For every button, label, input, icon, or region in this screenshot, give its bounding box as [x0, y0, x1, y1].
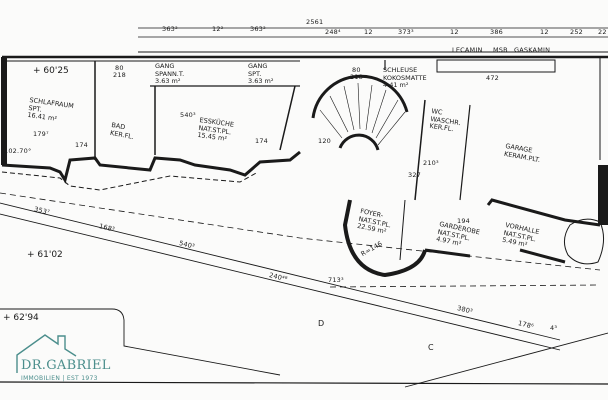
dim-label: 252	[570, 28, 584, 36]
wall-east-thick	[598, 165, 608, 225]
wall-vorhalle-north	[486, 198, 601, 227]
wall-vorhalle-south	[519, 248, 566, 264]
wall-partition-3	[279, 85, 296, 151]
property-line-bottom	[0, 381, 608, 385]
dim-label: 472	[486, 74, 500, 82]
lecamin-label: LECAMIN	[452, 46, 483, 54]
terrain-line-1	[0, 192, 601, 271]
rock	[564, 218, 604, 265]
dim-label: 386	[490, 28, 504, 36]
level-marker: + 61'02	[27, 250, 63, 260]
dim-label: 120	[318, 137, 332, 145]
level-marker: + 60'25	[33, 66, 69, 76]
chimney-block	[436, 59, 556, 73]
dim-label: 713³	[328, 276, 344, 284]
terrace-edge	[1, 171, 259, 191]
dim-label: 248⁴	[325, 28, 341, 36]
dim-label: 174	[75, 141, 89, 149]
dim-label: 373³	[398, 28, 414, 36]
dim-label: 22	[598, 28, 607, 36]
logo-tagline: IMMOBILIEN | EST 1973	[21, 375, 98, 382]
dim-label: 12	[364, 28, 373, 36]
house-icon	[16, 334, 77, 373]
dim-label: 218	[350, 73, 364, 81]
wall-south	[1, 150, 301, 184]
stair-inner	[338, 133, 380, 151]
msb-label: MSB	[493, 46, 508, 54]
dim-label: 2561	[306, 18, 324, 26]
dim-label: 363³	[162, 25, 178, 33]
dim-label: 218	[113, 71, 127, 79]
dim-label: 4³	[550, 324, 558, 332]
section-mark-d: D	[318, 319, 325, 328]
dimension-line-bottom	[0, 202, 561, 341]
dim-label: 12	[450, 28, 459, 36]
dim-label: 12³	[212, 25, 224, 33]
logo-name: DR.GABRIEL	[21, 358, 111, 373]
gaskamin-label: GASKAMIN	[514, 46, 551, 54]
dim-label: 80	[352, 66, 361, 74]
dim-label: 12	[540, 28, 549, 36]
angle-label: 102.70°	[4, 147, 32, 155]
level-marker: + 62'94	[3, 313, 39, 323]
dim-label: 363³	[250, 25, 266, 33]
logo: DR.GABRIEL IMMOBILIEN | EST 1973	[16, 333, 116, 385]
wall-garderobe-south	[424, 248, 471, 258]
dim-label: 174	[255, 137, 269, 145]
foyer-curved-wall	[342, 199, 427, 278]
dim-label: 540³	[180, 111, 196, 119]
dimension-line-bottom-2	[0, 213, 561, 351]
stair-outer	[311, 74, 409, 119]
dim-label: 80	[115, 64, 124, 72]
stair-treads	[319, 82, 406, 146]
dim-label: 210³	[423, 159, 439, 167]
terrain-line-2	[329, 284, 601, 288]
road-edge-right	[404, 332, 608, 388]
dim-label: 327	[408, 171, 422, 179]
section-mark-c: C	[428, 343, 434, 352]
dim-label: 179⁷	[33, 130, 49, 138]
wall-wc-west	[414, 99, 426, 201]
dim-label: 194	[457, 217, 471, 225]
wall-west	[1, 57, 7, 165]
road-edge	[0, 308, 281, 376]
wall-wc-east	[459, 104, 471, 201]
